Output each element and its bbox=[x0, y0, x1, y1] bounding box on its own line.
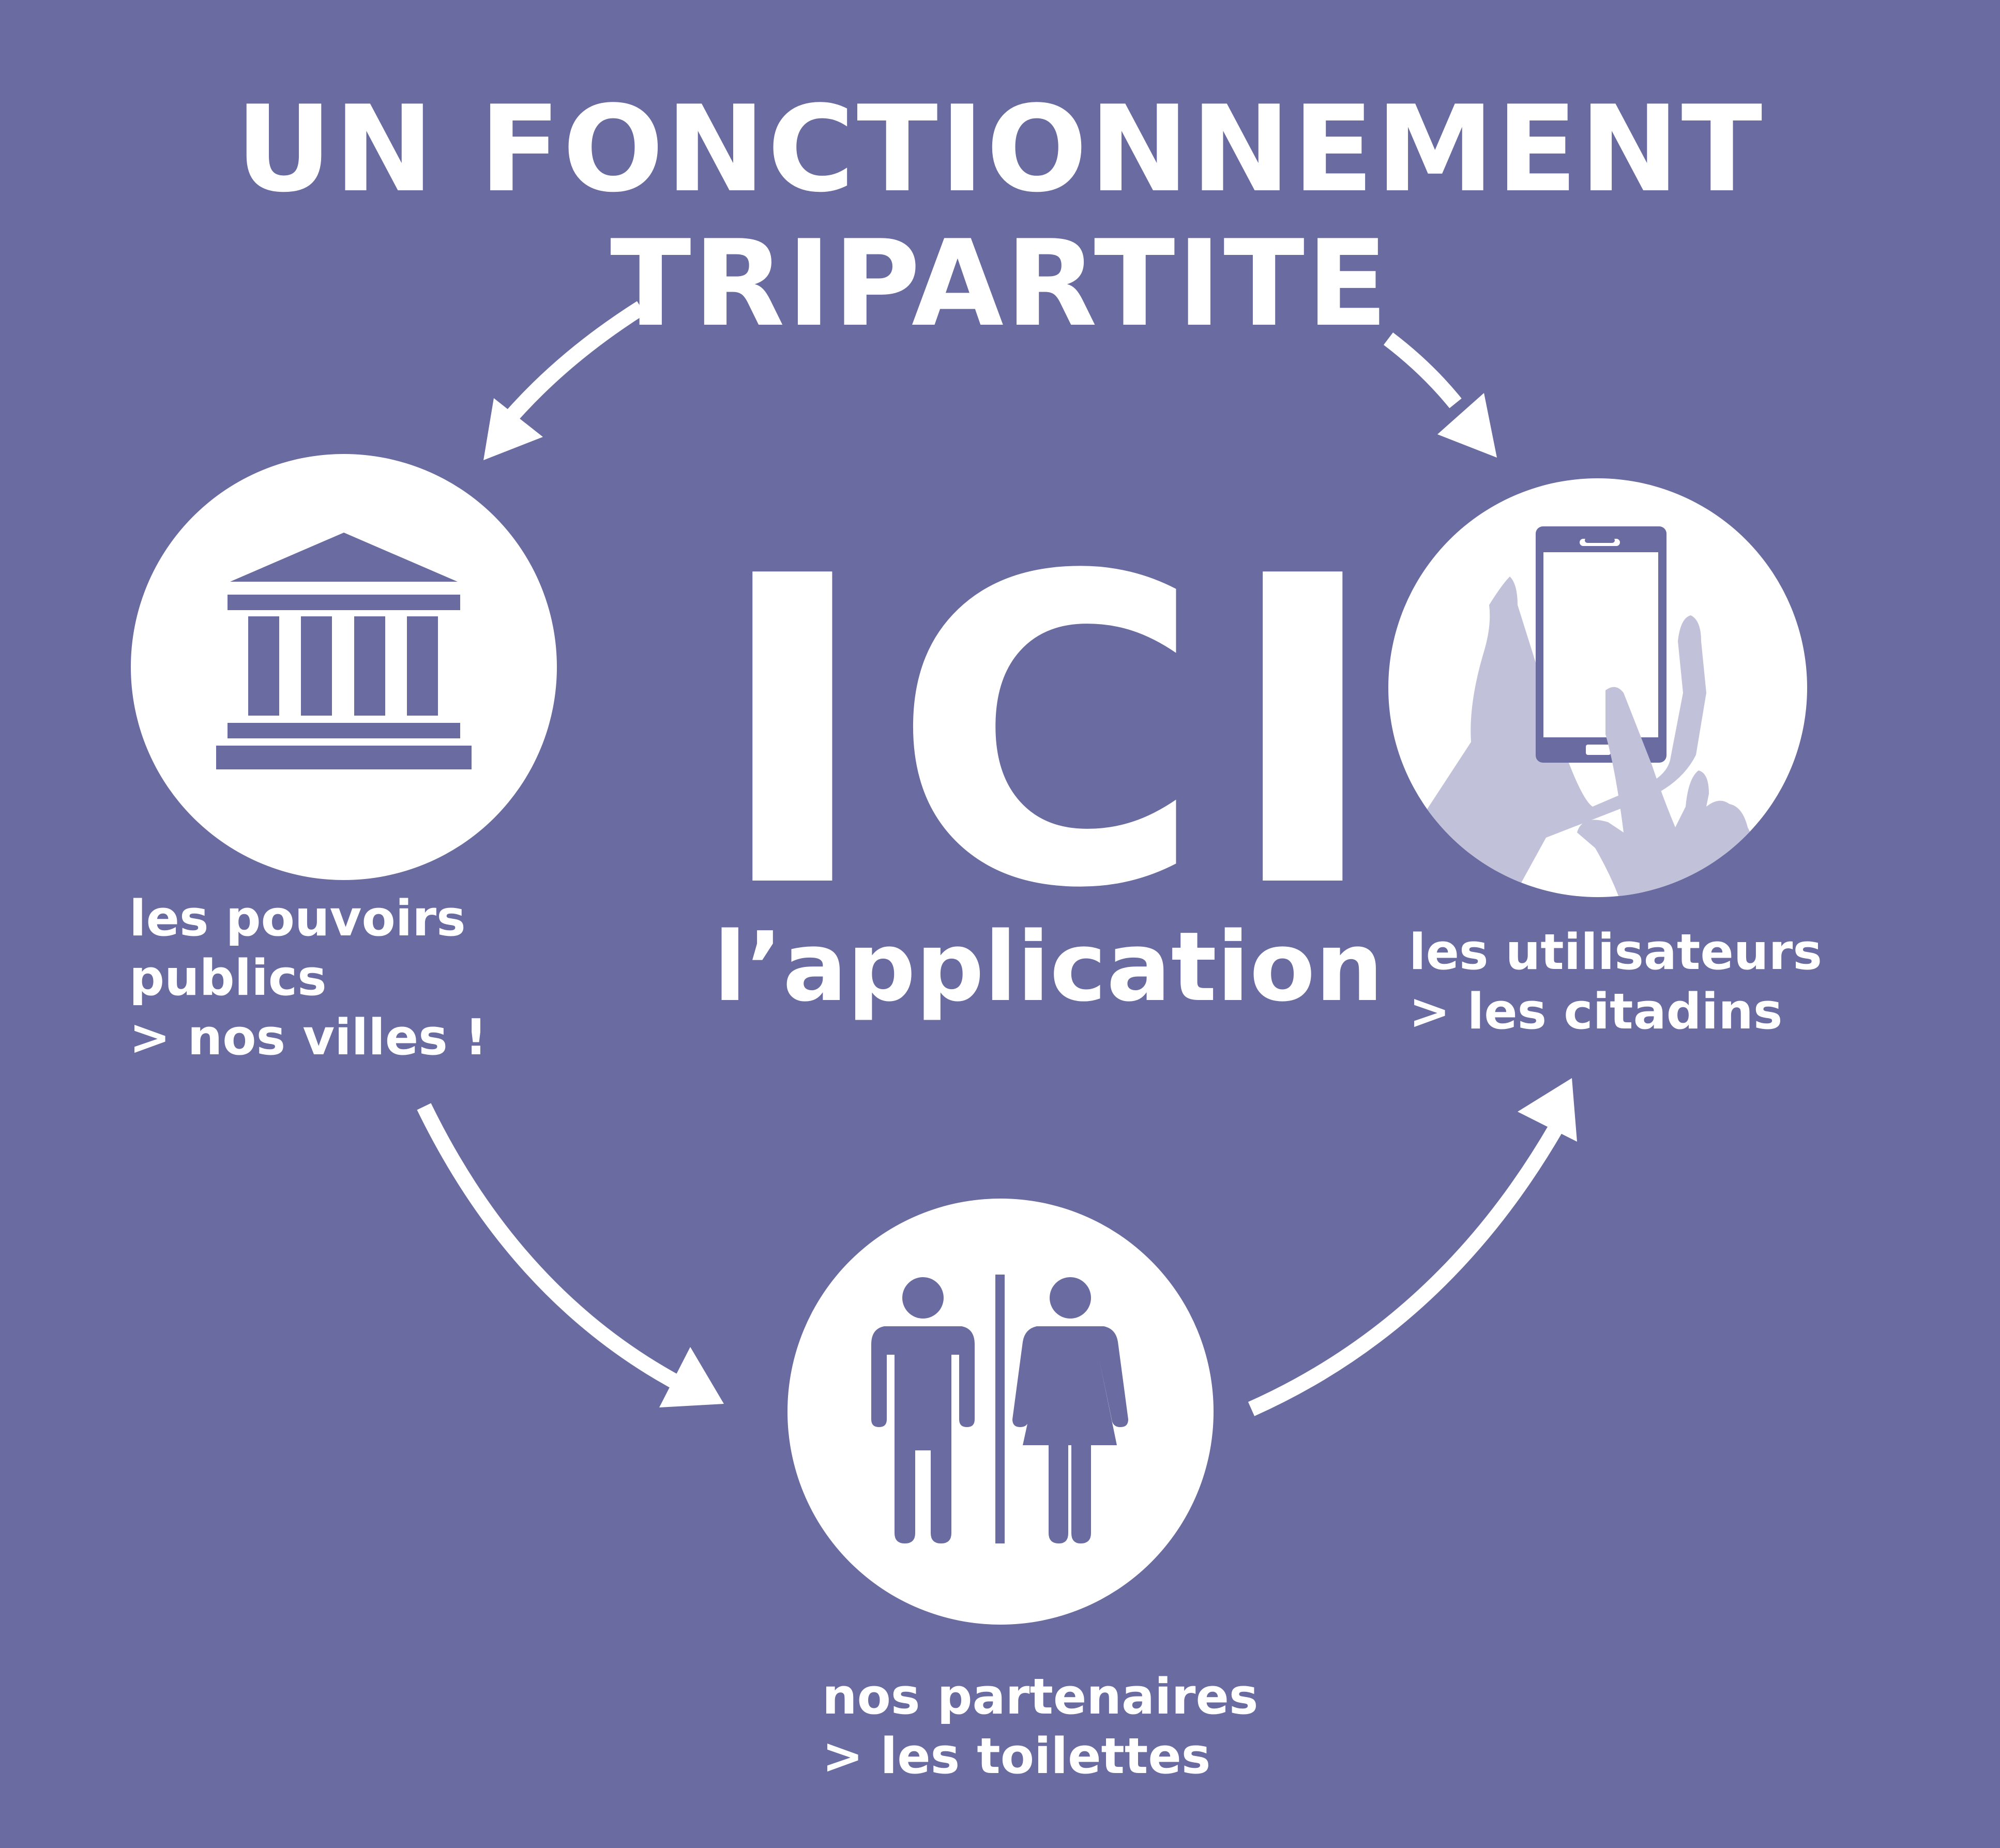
label-line: publics bbox=[129, 950, 327, 1007]
node-users bbox=[1388, 478, 1807, 897]
label-line: les pouvoirs bbox=[129, 890, 466, 947]
government-building-icon bbox=[216, 533, 472, 769]
smartphone-in-hand-icon bbox=[1427, 526, 1768, 897]
title-line-2: TRIPARTITE bbox=[610, 215, 1390, 353]
title-line-1: UN FONCTIONNEMENT bbox=[235, 81, 1765, 219]
arrow-public-to-partners bbox=[417, 1103, 724, 1407]
label-line: nos partenaires bbox=[822, 1669, 1259, 1725]
label-public-authorities: les pouvoirs publics > nos villes ! bbox=[129, 889, 487, 1068]
node-public-authorities bbox=[131, 454, 557, 880]
label-line: > les toilettes bbox=[822, 1728, 1211, 1785]
restroom-divider bbox=[995, 1275, 1005, 1543]
label-line: les utilisateurs bbox=[1409, 924, 1822, 981]
label-users: les utilisateurs > les citadins bbox=[1409, 923, 1822, 1042]
arrow-title-to-public bbox=[483, 301, 646, 460]
label-line: > les citadins bbox=[1409, 983, 1783, 1040]
ici-logo: ICI bbox=[714, 488, 1402, 981]
node-partners bbox=[787, 1199, 1214, 1625]
app-subtitle: l’application bbox=[714, 911, 1384, 1023]
label-line: > nos villes ! bbox=[129, 1009, 488, 1066]
woman-icon bbox=[1012, 1277, 1128, 1543]
restroom-icon bbox=[871, 1275, 1128, 1543]
arrow-partners-to-users bbox=[1248, 1078, 1577, 1416]
man-icon bbox=[871, 1277, 975, 1543]
label-partners: nos partenaires > les toilettes bbox=[822, 1668, 1258, 1786]
arrow-title-to-users bbox=[1383, 332, 1497, 458]
